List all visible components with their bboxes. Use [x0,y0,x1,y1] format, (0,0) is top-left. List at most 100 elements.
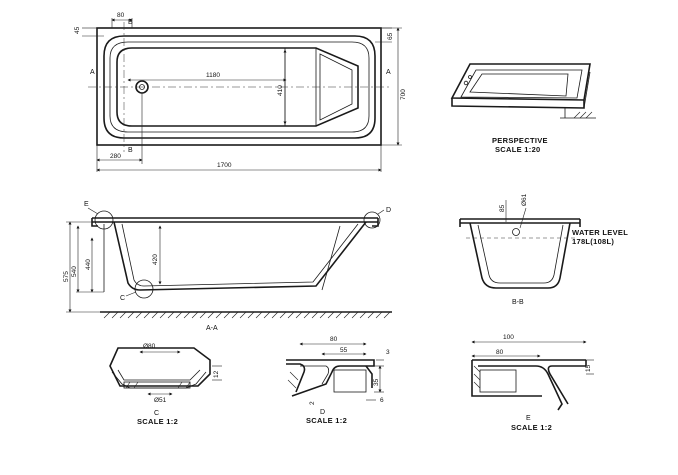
perspective-scale: SCALE 1:20 [495,145,541,154]
detail-d-dim-2: 2 [309,401,316,405]
aa-detail-c-circle [134,279,154,299]
detail-c-dim-d51: Ø51 [154,397,167,404]
floor-hatch-stroke [303,311,311,319]
detail-c-letter: C [154,410,159,417]
detail-c: Ø80 Ø51 12 C SCALE 1:2 [109,343,222,426]
dim-45: 45 [74,26,81,34]
perspective-rim [450,63,591,101]
floor-hatch-stroke [319,311,327,319]
floor-hatch-stroke [151,311,159,319]
floor-hatch-stroke [223,311,231,319]
section-mark-a-right: A [386,69,391,76]
detail-d-dim-80: 80 [330,336,338,343]
floor-hatch-stroke [327,311,335,319]
detail-c-dim-d80: Ø80 [143,343,156,350]
floor-hatch-stroke [103,311,111,319]
floor-hatch-stroke [375,311,383,319]
aa-dim-420: 420 [152,254,159,265]
aa-label-e: E [84,201,89,208]
tub-inner-edge [103,35,376,139]
floor-hatch-stroke [167,311,175,319]
floor-hatch-stroke [191,311,199,319]
bb-dim-85: 85 [499,204,506,212]
aa-title: A-A [206,325,218,332]
perspective-skirt [451,98,585,109]
detail-e-scale: SCALE 1:2 [511,423,552,432]
floor-hatch-stroke [215,311,223,319]
floor-hatch-stroke [263,311,271,319]
section-mark-a-left: A [90,69,95,76]
aa-dim-575: 575 [63,271,70,282]
floor-hatch-stroke [287,311,295,319]
bb-tub-inner [477,224,564,284]
floor-hatch-stroke [255,311,263,319]
perspective-view: PERSPECTIVE SCALE 1:20 [450,63,596,154]
floor-hatch-stroke [311,311,319,319]
detail-e-dim-80: 80 [496,349,504,356]
detail-d-cavity [333,369,367,393]
tub-bottom-outline [116,47,359,127]
floor-hatch-stroke [143,311,151,319]
detail-d-letter: D [320,409,325,416]
aa-dim-540: 540 [71,266,78,277]
dim-280: 280 [110,153,121,160]
floor-hatch-stroke [351,311,359,319]
floor-hatch [103,311,391,319]
perspective-title: PERSPECTIVE [492,136,548,145]
dim-1700: 1700 [217,162,232,169]
dim-65: 65 [387,32,394,40]
floor-hatch-stroke [279,311,287,319]
dim-410: 410 [277,85,284,96]
detail-e-outline [471,360,542,397]
perspective-inner-rim [460,69,583,99]
detail-d-dim-55: 55 [340,347,348,354]
aa-detail-d-circle [363,211,381,229]
floor-hatch-stroke [159,311,167,319]
detail-d-dim-35: 35 [373,378,380,386]
floor-hatch-stroke [207,311,215,319]
floor-hatch-stroke [111,311,119,319]
floor-hatch-stroke [175,311,183,319]
dim-1180: 1180 [206,72,220,79]
floor-hatch-stroke [135,311,143,319]
detail-d-outline [286,359,375,397]
aa-label-d: D [386,207,391,214]
detail-d-dim-6: 6 [380,397,384,404]
aa-tub-inner [121,223,359,287]
detail-c-flange [123,381,191,389]
aa-tub-outer [113,221,367,291]
detail-e-letter: E [526,415,531,422]
floor-hatch-stroke [343,311,351,319]
bb-water-level: WATER LEVEL [572,228,628,237]
dim-700: 700 [400,89,407,100]
floor-hatch-stroke [367,311,375,319]
plan-view: A A B B 80 45 65 1180 410 700 280 [74,12,407,172]
floor-hatch-stroke [119,311,127,319]
detail-d: 80 55 3 35 2 6 D SCALE 1:2 [286,336,390,425]
section-b-b: 85 Ø61 WATER LEVEL 178L(108L) B-B [459,193,628,306]
aa-dim-440: 440 [85,259,92,270]
dim-80-top: 80 [117,12,125,19]
floor-hatch-stroke [359,311,367,319]
detail-c-outline [109,347,211,387]
detail-c-dim-12: 12 [213,370,220,378]
detail-d-dim-3: 3 [386,349,390,356]
section-a-a: E D C 420 575 540 440 A-A [63,201,392,332]
floor-hatch-stroke [239,311,247,319]
bb-overflow [512,228,520,236]
detail-e: 100 80 15 E SCALE 1:2 [471,334,594,432]
floor-hatch-stroke [271,311,279,319]
floor-hatch-stroke [199,311,207,319]
detail-d-scale: SCALE 1:2 [306,416,347,425]
floor-hatch-stroke [183,311,191,319]
floor-hatch-stroke [295,311,303,319]
detail-e-dim-15: 15 [585,364,592,372]
floor-hatch-stroke [247,311,255,319]
bb-dim-d61: Ø61 [521,193,528,206]
floor-hatch-stroke [231,311,239,319]
tub-rim-outline [96,27,382,146]
bb-title: B-B [512,299,524,306]
perspective-bottom [469,73,569,97]
detail-e-dim-100: 100 [503,334,514,341]
